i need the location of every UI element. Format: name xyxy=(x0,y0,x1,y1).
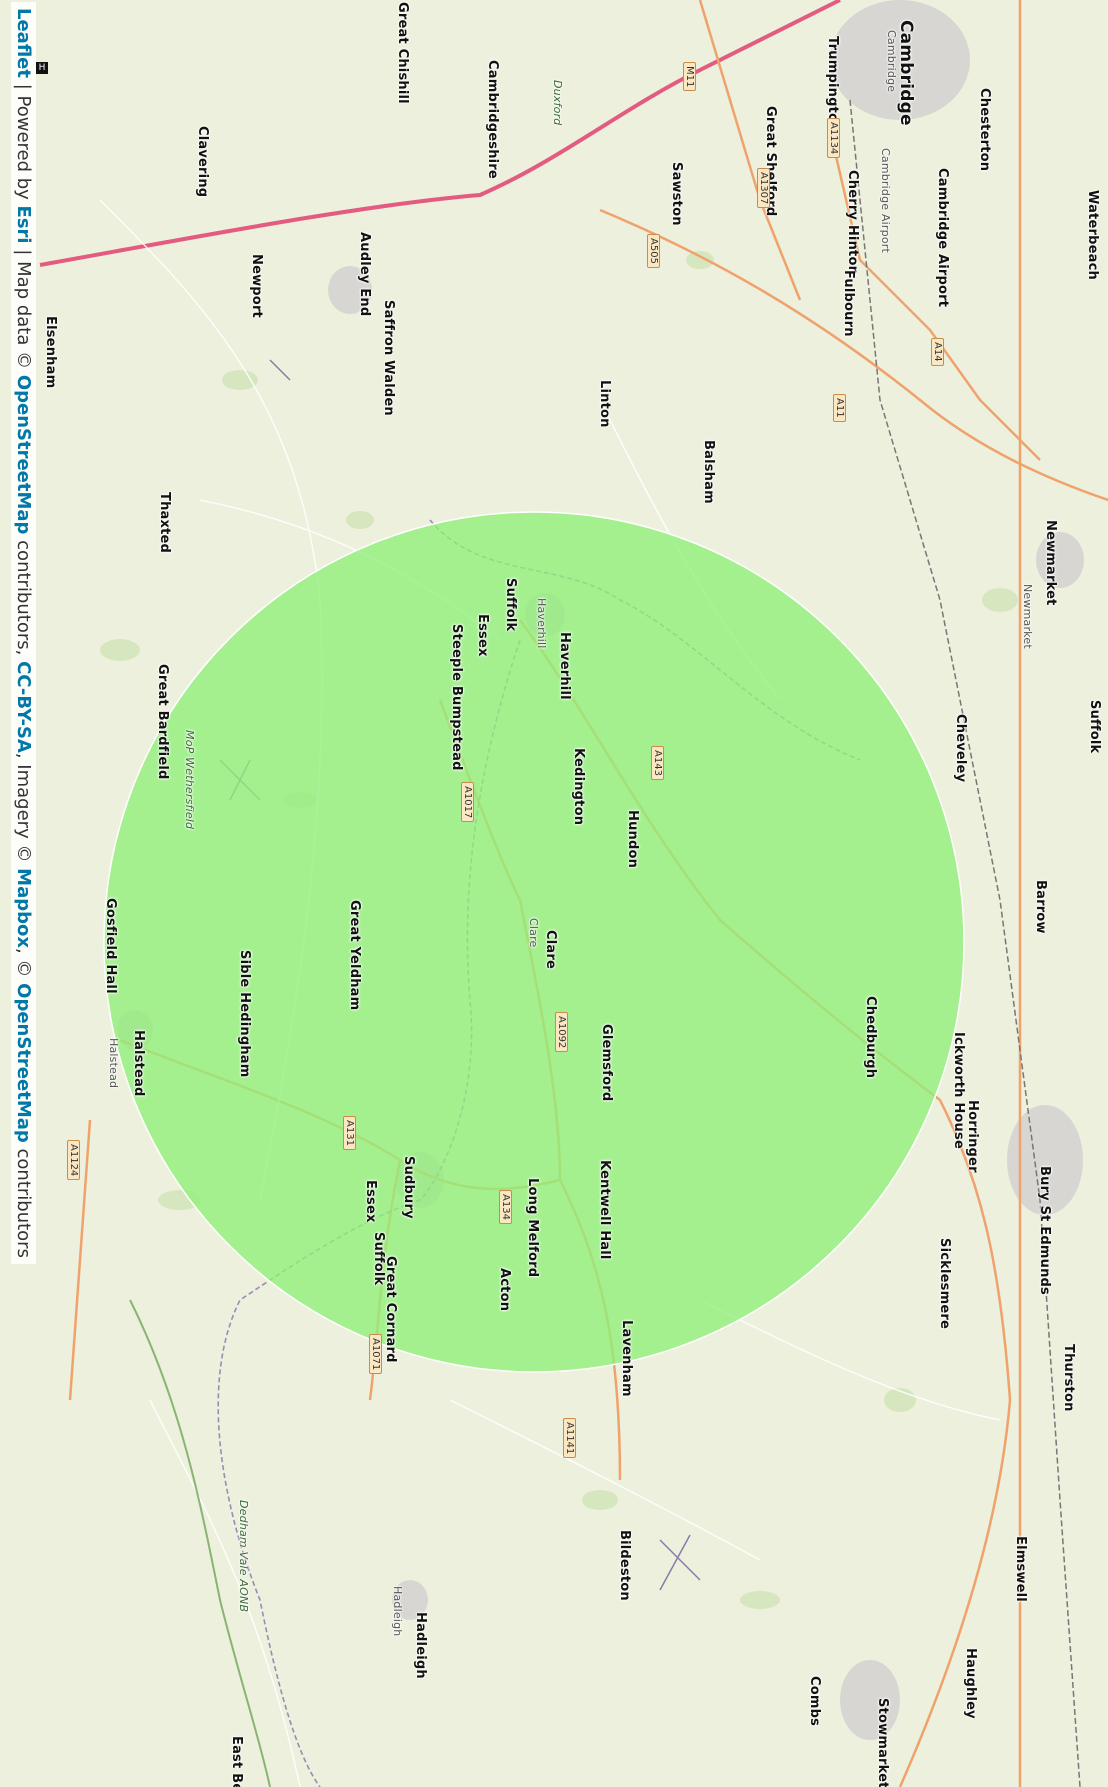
place-label: Cambridgeshire xyxy=(485,60,500,179)
place-label: Suffolk xyxy=(1087,700,1102,754)
place-label: Cambridge xyxy=(885,30,898,93)
attrib-text: | Map data © xyxy=(13,243,34,375)
attrib-text: contributors, xyxy=(13,534,34,662)
place-label: Kentwell Hall xyxy=(597,1160,612,1260)
place-label: Cambridge Airport xyxy=(935,168,950,308)
road-shield: A1017 xyxy=(461,782,474,823)
attrib-text: contributors xyxy=(13,1142,34,1258)
place-label: Clare xyxy=(527,918,540,948)
place-label: Great Cornard xyxy=(383,1256,398,1363)
osm-link-2[interactable]: OpenStreetMap xyxy=(13,983,34,1143)
place-label: Steeple Bumpstead xyxy=(449,624,464,771)
road-shield: A131 xyxy=(343,1116,356,1150)
place-label: Kedington xyxy=(571,748,586,826)
place-label: Elmswell xyxy=(1013,1536,1028,1602)
place-label: Hadleigh xyxy=(391,1586,404,1637)
place-label: Sawston xyxy=(669,162,684,226)
place-label: Sible Hedingham xyxy=(237,950,252,1078)
place-label: Essex xyxy=(475,614,490,657)
place-label: Chesterton xyxy=(977,88,992,172)
road-shield: A505 xyxy=(647,234,660,268)
place-label: Haverhill xyxy=(557,632,572,700)
place-label: Haughley xyxy=(963,1648,978,1719)
mapbox-link[interactable]: Mapbox xyxy=(13,868,34,948)
leaflet-link[interactable]: Leaflet xyxy=(13,8,34,78)
place-label: Clavering xyxy=(195,126,210,198)
road-shield: A1307 xyxy=(757,168,770,209)
zoom-control[interactable]: H xyxy=(36,62,48,74)
map-attribution: Leaflet | Powered by Esri | Map data © O… xyxy=(11,2,36,1264)
place-label: Thaxted xyxy=(157,492,172,554)
place-label: Hadleigh xyxy=(413,1612,428,1679)
road-shield: A1071 xyxy=(369,1334,382,1375)
road-shield: A143 xyxy=(651,746,664,780)
place-label: Glemsford xyxy=(599,1024,614,1102)
road-shield: A1134 xyxy=(827,118,840,159)
road-shield: A134 xyxy=(499,1190,512,1224)
place-label: Elsenham xyxy=(43,316,58,389)
place-label: Audley End xyxy=(357,232,372,317)
place-label: Long Melford xyxy=(525,1178,540,1278)
place-label: Newmarket xyxy=(1043,520,1058,606)
place-label: Acton xyxy=(497,1268,512,1312)
place-label: Essex xyxy=(363,1180,378,1223)
place-label: Clare xyxy=(543,930,558,969)
road-shield: A1141 xyxy=(563,1418,576,1459)
cc-by-sa-link[interactable]: CC-BY-SA xyxy=(13,661,34,753)
aonb-boundary xyxy=(129,1299,271,1787)
place-label: Cherry Hinton xyxy=(845,170,860,276)
place-label: Newmarket xyxy=(1021,584,1034,649)
place-label: Lavenham xyxy=(619,1320,634,1397)
road-shield: A1092 xyxy=(555,1012,568,1053)
place-label: Horringer xyxy=(965,1100,980,1173)
attrib-text: , Imagery © xyxy=(13,752,34,869)
place-label: Great Chishill xyxy=(395,2,410,104)
place-label: Bildeston xyxy=(617,1530,632,1601)
place-label: Halstead xyxy=(107,1038,120,1089)
highlight-circle[interactable] xyxy=(103,511,965,1373)
road-shield: M11 xyxy=(683,62,696,92)
place-label: Great Bardfield xyxy=(155,664,170,780)
road-shield: A14 xyxy=(931,338,944,366)
osm-link[interactable]: OpenStreetMap xyxy=(13,374,34,535)
place-label: Sudbury xyxy=(401,1156,416,1219)
attrib-text: , © xyxy=(13,947,34,984)
place-label: Cambridge Airport xyxy=(879,148,892,253)
railway-line xyxy=(849,99,1081,1787)
attrib-text: | Powered by xyxy=(13,77,34,206)
m11-motorway xyxy=(39,0,841,267)
place-label: Thurston xyxy=(1061,1344,1076,1412)
road-shield: A1124 xyxy=(67,1140,80,1181)
place-label: Cambridge xyxy=(896,20,916,126)
place-label: Gosfield Hall xyxy=(103,898,118,994)
place-label: Hundon xyxy=(625,810,640,869)
esri-link[interactable]: Esri xyxy=(13,205,34,244)
place-label: Combs xyxy=(807,1676,822,1727)
place-label: Waterbeach xyxy=(1085,190,1100,280)
place-label: East Bergholt xyxy=(229,1736,244,1787)
place-label: Balsham xyxy=(701,440,716,504)
place-label: MoP Wethersfield xyxy=(183,730,196,830)
place-label: Duxford xyxy=(551,80,564,126)
place-label: Halstead xyxy=(131,1030,146,1097)
place-label: Great Yeldham xyxy=(347,900,362,1011)
place-label: Haverhill xyxy=(535,598,548,649)
place-label: Stowmarket xyxy=(875,1698,890,1787)
place-label: Newport xyxy=(249,254,264,318)
place-label: Dedham Vale AONB xyxy=(237,1500,250,1613)
place-label: Sicklesmere xyxy=(937,1238,952,1329)
place-label: Cheveley xyxy=(953,714,968,783)
place-label: Linton xyxy=(597,380,612,428)
place-label: Saffron Walden xyxy=(381,300,396,416)
place-label: Suffolk xyxy=(503,578,518,632)
place-label: Barrow xyxy=(1033,880,1048,934)
place-label: Ickworth House xyxy=(951,1032,966,1149)
place-label: Fulbourn xyxy=(841,270,856,337)
road-shield: A11 xyxy=(833,394,846,422)
place-label: Bury St Edmunds xyxy=(1037,1166,1052,1295)
place-label: Chedburgh xyxy=(863,996,878,1079)
